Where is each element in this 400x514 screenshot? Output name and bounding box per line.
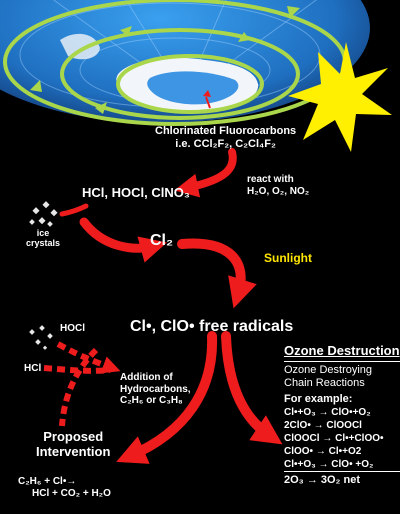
- ice-line1: ice: [36, 228, 50, 238]
- arrow-ice-to-hcl: [59, 203, 89, 217]
- reaction-2: 2ClO• → ClOOCl: [284, 419, 362, 431]
- react-with-line2: H₂O, O₂, NO₂: [247, 185, 310, 197]
- ozone-sub-line1: Ozone Destroying: [284, 363, 373, 376]
- sunlight-label: Sunlight: [264, 251, 312, 265]
- ozone-sub-line2: Chain Reactions: [284, 376, 365, 389]
- ozone-destruction-title: Ozone Destruction: [284, 343, 400, 358]
- cl2-label: Cl₂: [150, 232, 174, 249]
- ozone-destruction-panel: Ozone Destruction Ozone Destroying Chain…: [284, 343, 400, 487]
- ice-crystals-label: ice crystals: [26, 228, 60, 249]
- arrow-hcl-dashed: [43, 365, 111, 374]
- cfc-title: Chlorinated Fluorocarbons: [155, 125, 297, 137]
- arrow-cfc-to-hcl: [174, 148, 237, 198]
- arrow-radicals-to-intervention: [116, 331, 218, 464]
- arrow-hocl-dashed: [56, 341, 121, 374]
- flow-arrows: [59, 148, 283, 464]
- react-with-label: react with H₂O, O₂, NO₂: [247, 174, 309, 197]
- reaction-5: Cl•+O₃ → ClO• +O₂: [284, 458, 400, 472]
- eq-left-line2: HCl + CO₂ + H₂O: [32, 487, 111, 499]
- reaction-list: Cl•+O₃ → ClO•+O₂ 2ClO• → ClOOCl ClOOCl →…: [284, 406, 400, 472]
- addition-hydrocarbons-label: Addition of Hydrocarbons, C₂H₆ or C₃H₈: [120, 372, 191, 407]
- addition-line2: Hydrocarbons,: [120, 383, 191, 395]
- eq-left-line1: C₂H₆ + Cl•→: [18, 476, 77, 487]
- addition-line1: Addition of: [120, 372, 173, 383]
- arrow-radicals-to-ozone: [221, 331, 283, 445]
- reaction-3: ClOOCl → Cl•+ClOO•: [284, 432, 384, 444]
- ice-crystals-icon: [29, 201, 58, 227]
- hocl-label: HOCl: [60, 323, 85, 334]
- hydrocarbon-equation: C₂H₆ + Cl•→ HCl + CO₂ + H₂O: [18, 476, 111, 499]
- hcl-label: HCl: [24, 363, 42, 374]
- proposed-line1: Proposed: [43, 429, 104, 444]
- ice-line2: crystals: [26, 238, 61, 249]
- sun-icon: [288, 42, 392, 152]
- reaction-1: Cl•+O₃ → ClO•+O₂: [284, 406, 371, 418]
- arrow-cl2-to-radicals: [177, 238, 257, 309]
- cfc-label: Chlorinated Fluorocarbons i.e. CCl₂F₂, C…: [155, 125, 296, 150]
- globe-graphic: [0, 0, 370, 126]
- free-radicals-label: Cl•, ClO• free radicals: [130, 318, 294, 335]
- ozone-subtitle: Ozone Destroying Chain Reactions: [284, 360, 400, 389]
- reaction-4: ClOO• → Cl•+O2: [284, 445, 362, 457]
- arrow-hcl-to-cl2: [79, 217, 168, 263]
- addition-line3: C₂H₆ or C₃H₈: [120, 395, 183, 406]
- react-with-line1: react with: [247, 174, 294, 185]
- ice-crystals-small-icon: [29, 325, 53, 350]
- proposed-intervention-label: Proposed Intervention: [36, 429, 111, 460]
- hcl-group-label: HCl, HOCl, ClNO₃: [82, 185, 190, 200]
- cfc-formula: i.e. CCl₂F₂, C₂Cl₄F₂: [175, 137, 276, 150]
- proposed-line2: Intervention: [36, 443, 111, 459]
- for-example-label: For example:: [284, 393, 353, 406]
- arrow-hydrocarbon-dashed: [59, 347, 99, 427]
- net-reaction: 2O₃ → 3O₂ net: [284, 473, 360, 486]
